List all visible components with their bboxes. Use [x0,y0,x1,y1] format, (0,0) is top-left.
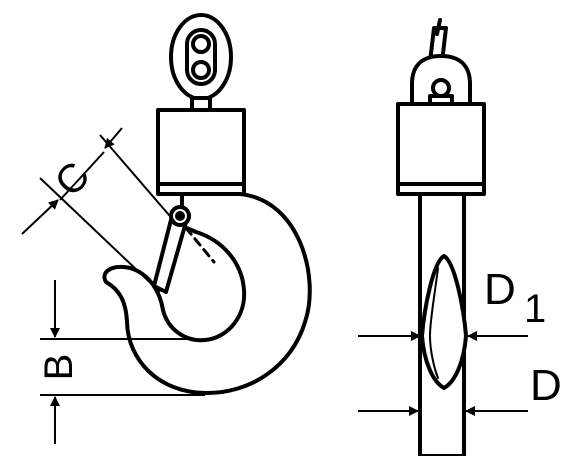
hook-body [102,192,312,396]
side-block [396,102,486,188]
side-section-diamond [420,254,468,390]
label-b: B [37,354,81,381]
hook-front-view [102,13,312,396]
swivel-eye [169,13,233,112]
label-d1-main: D [484,265,516,314]
latch-hidden-line [184,226,216,264]
dimension-b [40,280,205,444]
dimension-c [21,127,176,293]
safety-latch [152,205,191,294]
label-c: C [47,154,99,205]
label-d1-sub: 1 [524,287,546,331]
hook-side-view [396,18,486,456]
label-d: D [530,361,562,410]
hook-block [156,108,246,196]
